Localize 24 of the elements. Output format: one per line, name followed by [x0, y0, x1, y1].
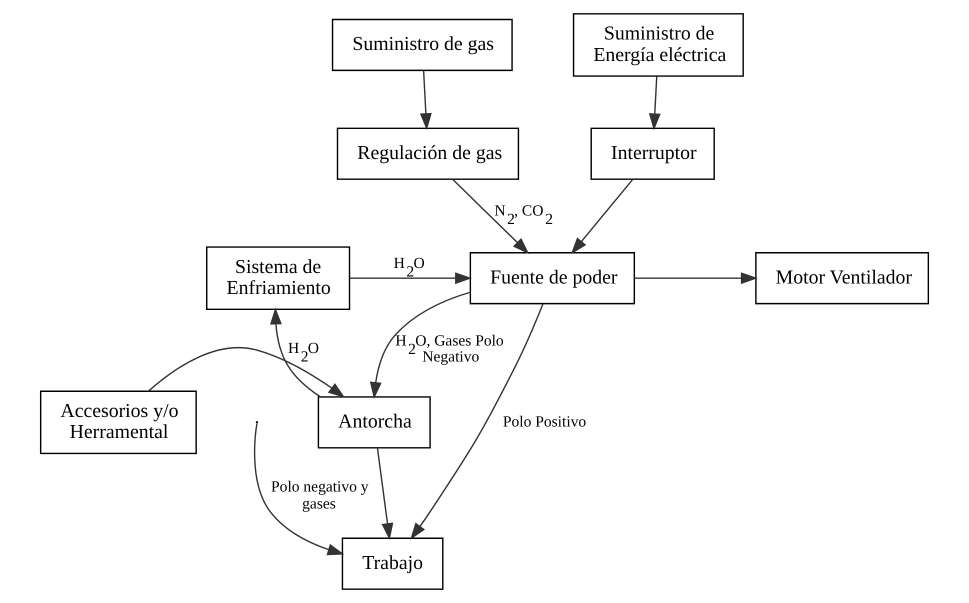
- arrow: [648, 76, 661, 130]
- arrow: [410, 303, 544, 540]
- node-box: Motor Ventilador: [755, 252, 930, 304]
- node-box: Suministro de Energía eléctrica: [572, 13, 744, 77]
- arrow: [570, 179, 633, 254]
- node-box: Interruptor: [590, 128, 715, 180]
- arrow: [350, 272, 472, 284]
- node-box: Trabajo: [342, 538, 444, 590]
- node-box: Fuente de poder: [470, 252, 636, 304]
- arrow: [148, 346, 346, 398]
- node-box: Sistema de Enfriamiento: [206, 246, 350, 310]
- node-box: Accesorios y/o Herramental: [40, 390, 197, 454]
- node-box: Suministro de gas: [332, 18, 513, 72]
- node-box: Antorcha: [318, 396, 431, 448]
- edge-label: Polo negativo y gases: [271, 478, 369, 512]
- node-box: Regulación de gas: [336, 128, 520, 180]
- arrow: [370, 292, 470, 399]
- arrow: [376, 448, 394, 540]
- arrow: [634, 272, 758, 284]
- arrow: [270, 307, 321, 398]
- arrow: [452, 179, 530, 254]
- edge-label: Polo Positivo: [502, 413, 586, 430]
- arrow: [420, 70, 432, 130]
- arrow: [254, 424, 344, 556]
